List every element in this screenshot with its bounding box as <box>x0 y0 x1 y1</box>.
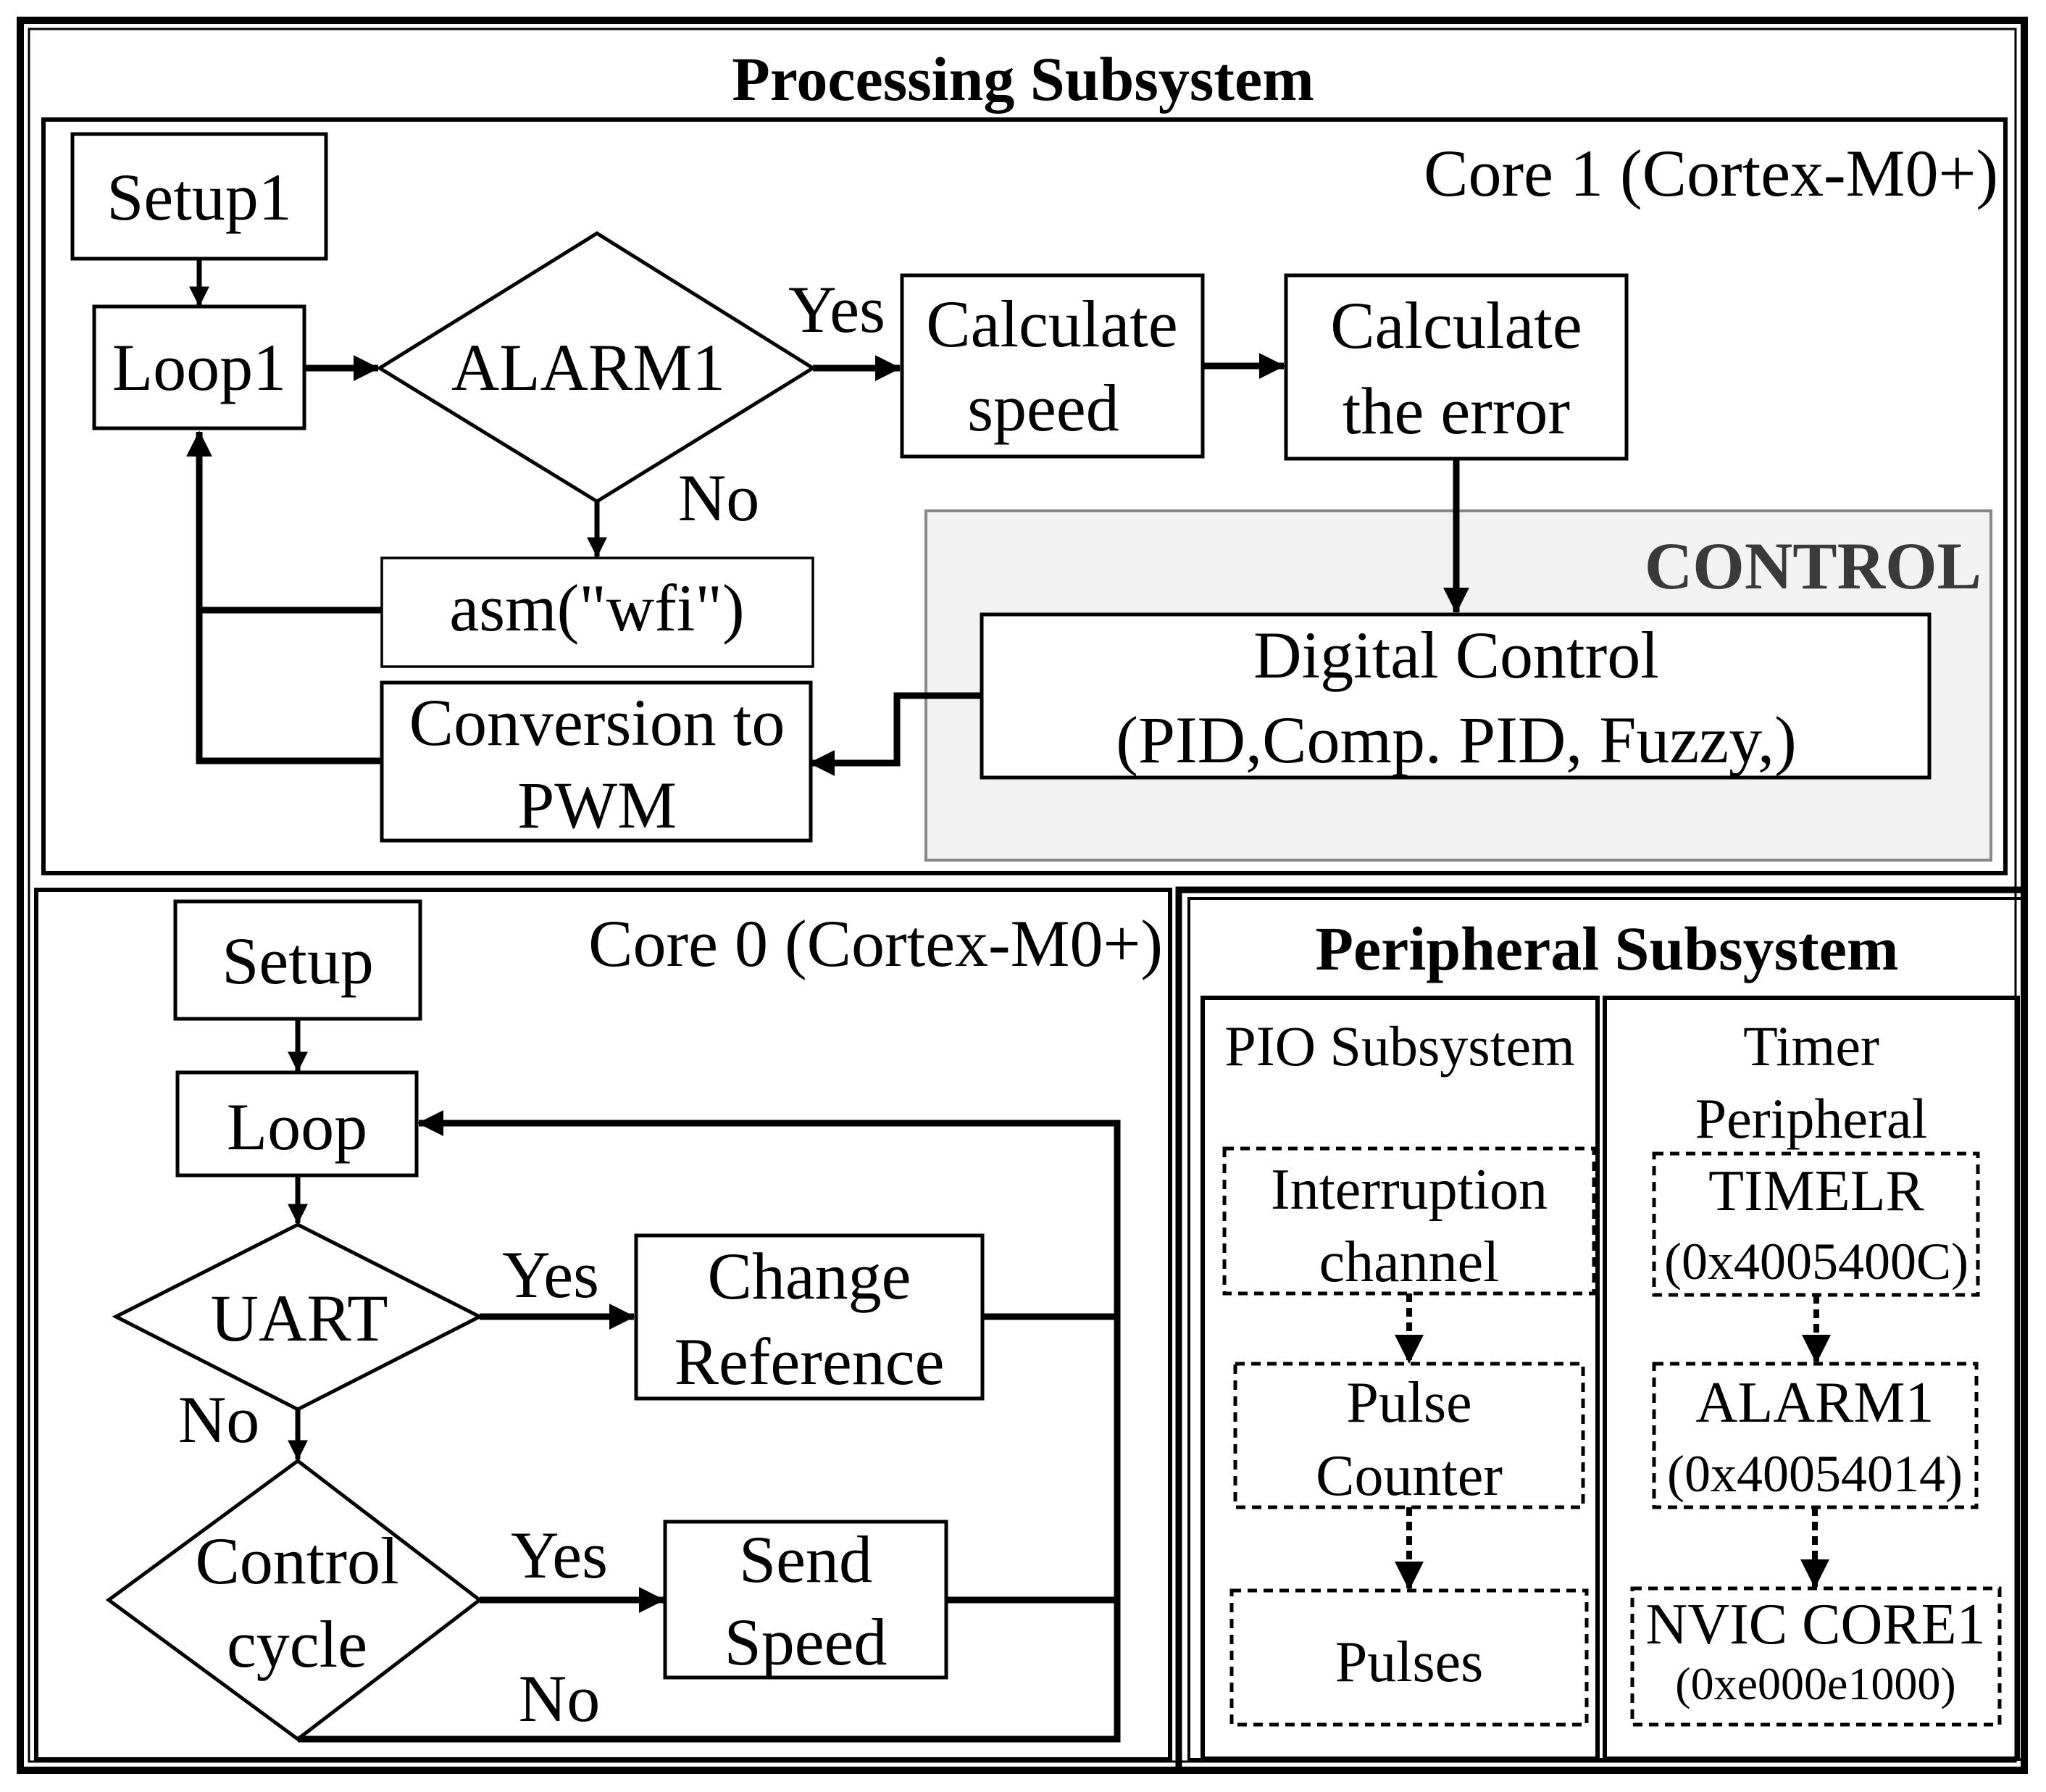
calc-speed-line1: Calculate <box>926 287 1177 361</box>
uart-label: UART <box>211 1281 388 1355</box>
interruption-channel-line1: Interruption <box>1271 1158 1548 1222</box>
send-speed-line2: Speed <box>725 1605 888 1679</box>
peripheral-subsystem-title: Peripheral Subsystem <box>1315 914 1898 983</box>
arrow-conversion-loop1 <box>186 430 382 764</box>
uart-yes-label: Yes <box>502 1238 599 1312</box>
pulses-label: Pulses <box>1335 1630 1484 1694</box>
conversion-box <box>380 680 813 843</box>
calc-error-line2: the error <box>1343 374 1570 448</box>
return-path-loop <box>298 1110 1121 1743</box>
pio-subsystem-title: PIO Subsystem <box>1224 1014 1574 1078</box>
timer-peripheral-panel <box>1603 996 2020 1761</box>
pulse-counter-line2: Counter <box>1316 1444 1503 1508</box>
setup-box <box>173 899 422 1021</box>
nvic-core1-box <box>1630 1586 2002 1727</box>
conversion-line1: Conversion to <box>409 685 785 759</box>
loop1-label: Loop1 <box>112 330 286 404</box>
core1-panel <box>41 117 2008 875</box>
timer-peripheral-title-line2: Peripheral <box>1695 1087 1928 1150</box>
pulse-counter-box <box>1233 1362 1585 1509</box>
nvic-core1-line2: (0xe000e1000) <box>1675 1658 1955 1709</box>
calc-error-box <box>1284 273 1629 461</box>
digital-control-line2: (PID,Comp. PID, Fuzzy,) <box>1116 703 1797 777</box>
alarm1-no-label: No <box>678 461 759 535</box>
control-cycle-line2: cycle <box>227 1607 367 1681</box>
control-region-label: CONTROL <box>1645 529 1982 603</box>
alarm1-yes-label: Yes <box>788 272 885 346</box>
send-speed-box <box>663 1520 948 1680</box>
control-cycle-no-label: No <box>519 1662 600 1735</box>
control-cycle-yes-label: Yes <box>511 1518 608 1592</box>
timer-peripheral-title-line1: Timer <box>1743 1014 1879 1078</box>
calc-speed-box <box>900 273 1205 459</box>
interruption-channel-line2: channel <box>1319 1230 1500 1294</box>
pulse-counter-line1: Pulse <box>1346 1371 1471 1435</box>
core1-label: Core 1 (Cortex-M0+) <box>1424 136 1998 210</box>
alarm1-register-line1: ALARM1 <box>1696 1371 1934 1435</box>
setup-label: Setup <box>222 924 374 998</box>
setup1-label: Setup1 <box>107 160 292 234</box>
change-ref-line2: Reference <box>675 1325 945 1399</box>
calc-speed-line2: speed <box>967 371 1119 445</box>
conversion-line2: PWM <box>517 768 677 842</box>
processing-subsystem-title: Processing Subsystem <box>732 44 1314 114</box>
alarm1-register-line2: (0x40054014) <box>1667 1445 1963 1503</box>
peripheral-panel-outer <box>1175 886 2028 1774</box>
loop-label: Loop <box>227 1090 367 1164</box>
pio-subsystem-panel <box>1201 996 1600 1761</box>
digital-control-line1: Digital Control <box>1253 618 1659 692</box>
timelr-line1: TIMELR <box>1708 1159 1924 1223</box>
arrow-digital-control-conversion <box>809 692 982 776</box>
wfi-label: asm("wfi") <box>449 571 744 645</box>
alarm1-register-box <box>1652 1362 1979 1509</box>
alarm1-decision-label: ALARM1 <box>451 330 725 404</box>
wfi-box <box>380 557 814 668</box>
pulses-box <box>1229 1588 1589 1727</box>
digital-control-box <box>980 612 1932 780</box>
loop1-box <box>92 304 306 430</box>
calc-error-line1: Calculate <box>1330 288 1582 362</box>
interruption-channel-box <box>1222 1146 1596 1296</box>
core0-label: Core 0 (Cortex-M0+) <box>588 907 1163 980</box>
control-cycle-line1: Control <box>195 1524 398 1598</box>
change-ref-box <box>634 1233 985 1401</box>
core0-panel <box>34 888 1172 1762</box>
nvic-core1-line1: NVIC CORE1 <box>1646 1593 1986 1656</box>
change-ref-line1: Change <box>707 1239 911 1313</box>
send-speed-line1: Send <box>739 1522 872 1596</box>
timelr-line2: (0x4005400C) <box>1664 1233 1968 1291</box>
uart-no-label: No <box>178 1383 259 1456</box>
control-cycle-decision <box>105 1458 483 1742</box>
